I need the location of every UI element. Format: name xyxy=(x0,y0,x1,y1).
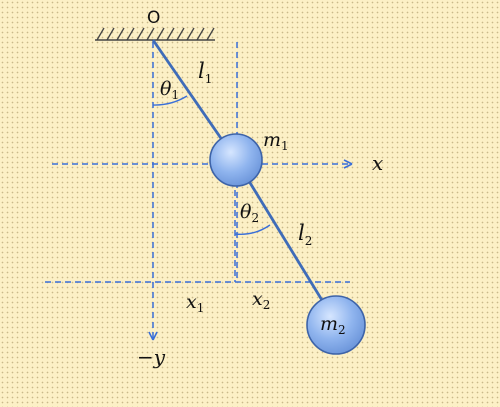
y-axis-arrowhead xyxy=(148,331,158,341)
theta2-arc xyxy=(234,224,271,235)
x-axis-arrowhead xyxy=(343,159,353,169)
origin-label: O xyxy=(147,8,160,28)
l1-label: l1 xyxy=(198,59,212,86)
m2-label: m2 xyxy=(320,313,346,337)
x-axis-label: x xyxy=(372,151,383,175)
l2-label: l2 xyxy=(298,221,312,248)
ceiling-support xyxy=(95,27,215,41)
y-axis-label: −y xyxy=(137,345,166,369)
theta1-label: θ1 xyxy=(160,78,179,102)
theta2-label: θ2 xyxy=(240,201,259,225)
bob-m1 xyxy=(209,133,263,187)
x1-label: x1 xyxy=(186,291,204,315)
bob-m2 xyxy=(306,295,366,355)
x2-label: x2 xyxy=(252,288,270,312)
theta1-arc xyxy=(152,95,188,106)
rod-2 xyxy=(234,159,338,324)
m1-label: m1 xyxy=(263,129,289,153)
